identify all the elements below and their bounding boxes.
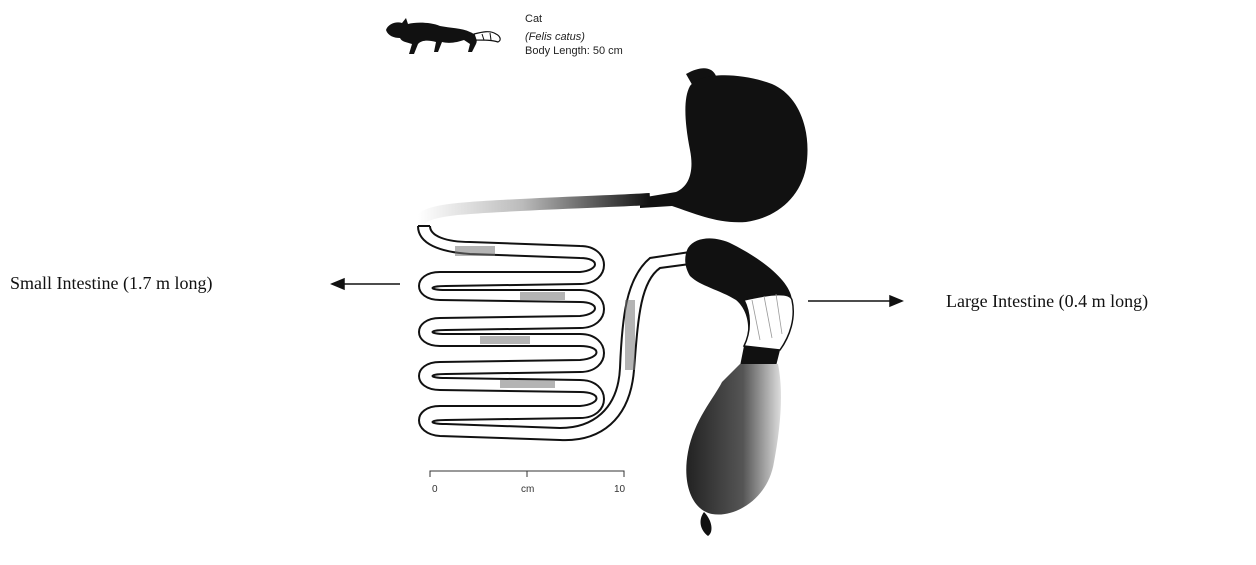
scale-start-label: 0 <box>432 484 438 495</box>
scale-bar <box>430 471 624 477</box>
small-intestine-arrow <box>332 279 400 289</box>
rectum <box>686 364 781 515</box>
scale-unit-label: cm <box>521 484 534 495</box>
large-intestine-arrow <box>808 296 902 306</box>
large-intestine-label: Large Intestine (0.4 m long) <box>946 291 1148 312</box>
stomach <box>640 75 808 222</box>
small-intestine-label: Small Intestine (1.7 m long) <box>10 273 212 294</box>
duodenum <box>418 199 650 226</box>
scale-end-label: 10 <box>614 484 625 495</box>
small-intestine <box>418 226 690 440</box>
